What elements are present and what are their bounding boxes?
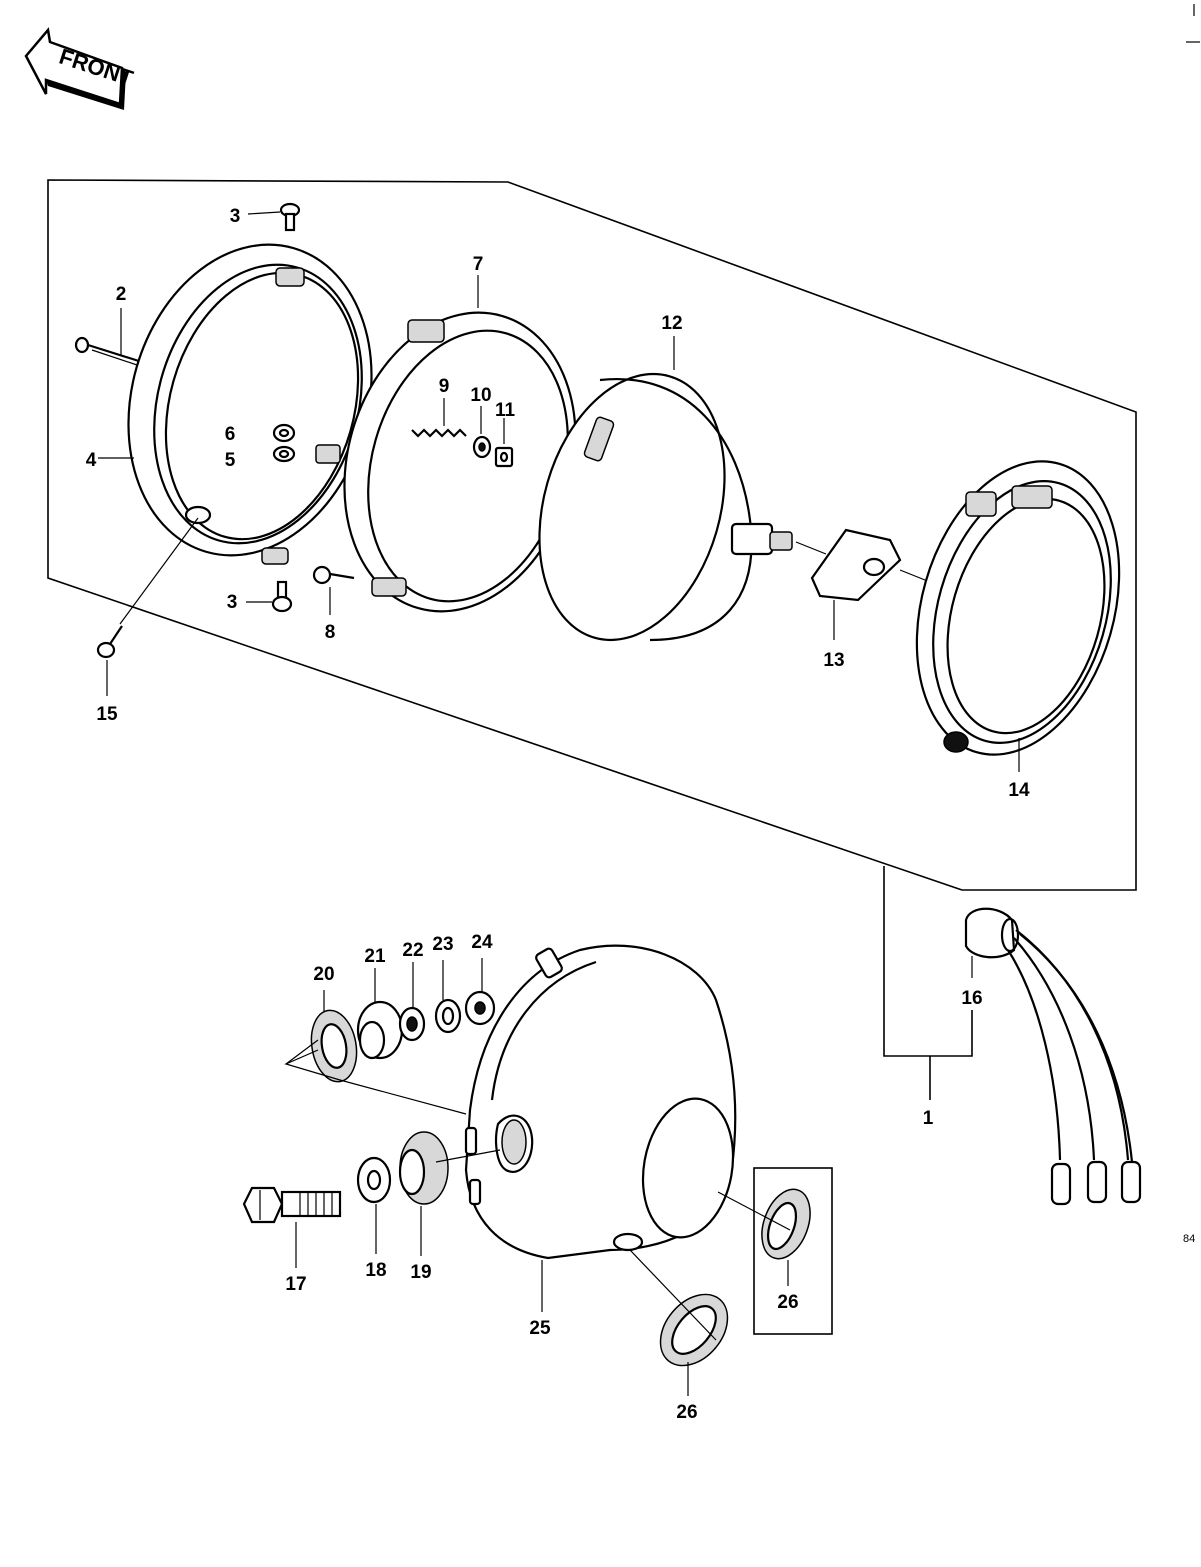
- part-label-7: 7: [473, 254, 484, 275]
- part-label-11: 11: [495, 400, 516, 421]
- screw-icon: [312, 565, 355, 615]
- part-label-15: 15: [96, 704, 118, 725]
- nut-icon: [494, 418, 514, 468]
- part-label-2: 2: [116, 284, 127, 305]
- part-label-14: 14: [1008, 780, 1030, 801]
- long-bolt-icon: [74, 308, 143, 367]
- grommet-icon: [398, 1131, 501, 1256]
- sealed-beam-icon: [538, 336, 753, 642]
- bulb-socket-wires-icon: [964, 907, 1142, 1206]
- part-label-17: 17: [285, 1274, 306, 1295]
- collar-icon: [356, 968, 404, 1060]
- corner-mark: [1186, 4, 1200, 43]
- assembly-bracket: [883, 866, 973, 1100]
- nut-icon: [472, 406, 492, 459]
- front-arrow-icon: FRONT: [24, 27, 137, 110]
- connector-icon: [810, 528, 931, 640]
- screw-icon: [246, 580, 293, 613]
- part-label-6: 6: [225, 424, 236, 445]
- part-label-20: 20: [313, 964, 334, 985]
- part-label-16: 16: [961, 988, 982, 1009]
- headlight-ring-icon: [915, 460, 1121, 772]
- part-label-25: 25: [529, 1318, 551, 1339]
- part-label-21: 21: [364, 946, 386, 967]
- washer-icon: [434, 960, 462, 1034]
- part-label-3b: 3: [227, 592, 238, 613]
- headlight-rim-icon: [98, 243, 373, 565]
- part-label-22: 22: [402, 940, 423, 961]
- grommet-icon: [310, 990, 358, 1083]
- part-label-26: 26: [777, 1292, 798, 1313]
- screw-icon: [247, 202, 301, 232]
- part-label-18: 18: [365, 1260, 386, 1281]
- nut-icon: [464, 958, 496, 1026]
- part-label-10: 10: [470, 385, 491, 406]
- part-label-8: 8: [325, 622, 336, 643]
- part-label-23: 23: [432, 934, 453, 955]
- hex-bolt-icon: [242, 1186, 342, 1268]
- part-label-12: 12: [661, 313, 682, 334]
- grommet-inset-box: [717, 1167, 833, 1335]
- assembly-outline: [47, 179, 1137, 891]
- part-label-5: 5: [225, 450, 236, 471]
- bulb-socket-icon: [730, 522, 827, 556]
- part-label-9: 9: [439, 376, 450, 397]
- part-label-4: 4: [86, 450, 97, 471]
- part-label-3: 3: [230, 206, 241, 227]
- washer-icon: [356, 1156, 392, 1254]
- part-label-24: 24: [471, 932, 493, 953]
- washer-icon: [398, 962, 426, 1042]
- spring-icon: [411, 398, 467, 438]
- page-code: 84: [1183, 1233, 1195, 1245]
- part-label-13: 13: [823, 650, 844, 671]
- part-label-19: 19: [410, 1262, 431, 1283]
- screw-icon: [96, 517, 199, 696]
- grommet-icon: [629, 1249, 729, 1396]
- part-label-26b: 26: [676, 1402, 697, 1423]
- part-label-1: 1: [923, 1108, 934, 1129]
- leader-lines: [284, 1039, 467, 1115]
- nut-washer-icon: [272, 423, 296, 463]
- headlight-housing-icon: [464, 944, 737, 1312]
